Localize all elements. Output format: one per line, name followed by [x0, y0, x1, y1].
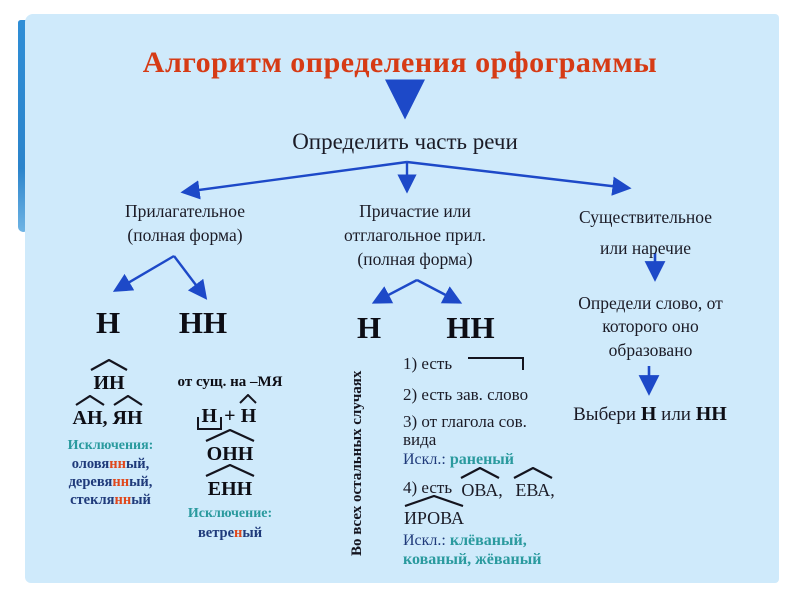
page-title: Алгоритм определения орфограммы — [142, 46, 658, 79]
suffix-caret-icon — [112, 395, 143, 406]
adjective-exception-title: Исключение: — [187, 506, 273, 521]
suffix-caret-icon — [90, 359, 128, 371]
adjective-exceptions-title: Исключения: — [67, 438, 154, 453]
exception-word: деревянный, — [38, 474, 183, 491]
highlighted-letters: н — [234, 525, 243, 541]
suffix-caret-icon — [75, 395, 105, 406]
exception-word: клёваный, — [449, 532, 527, 549]
suffix-caret-icon — [205, 429, 255, 442]
result-nn: НН — [695, 403, 727, 425]
adjective-n-header: Н — [95, 305, 121, 340]
suffix-caret-icon — [205, 464, 255, 477]
result-word: Выбери — [573, 404, 637, 425]
suffix-an-yan-block: АН, ЯН — [58, 395, 158, 428]
stem-n-letter: Н — [196, 405, 223, 430]
page-edge-decoration — [18, 20, 27, 232]
stem-bracket-icon — [196, 417, 223, 430]
exception-words-line: кованый, жёваный — [403, 551, 542, 568]
branch-adjective-label: Прилагательное (полная форма) — [125, 201, 245, 245]
highlighted-letters: нн — [109, 456, 126, 472]
rule-from-noun-mya: от сущ. на –МЯ — [177, 374, 283, 390]
word-part: ый — [242, 525, 263, 541]
suffix-caret-icon — [460, 467, 500, 479]
exception-word: оловянный, — [38, 456, 183, 473]
word-part: ый — [131, 492, 151, 508]
suffix-caret-icon — [239, 394, 258, 404]
suffix-onn-text: ОНН — [206, 443, 254, 465]
suffix-in-text: ИН — [93, 372, 125, 394]
rule-item-4-lead: 4) есть — [403, 478, 453, 497]
exception-word: стеклянный — [38, 492, 183, 509]
plus-sign: + — [224, 405, 236, 427]
suffix-ova-text: ОВА, — [461, 480, 503, 500]
result-or: или — [661, 404, 691, 425]
letter-n: Н — [240, 405, 257, 427]
word-part: ый, — [129, 474, 153, 490]
participle-nn-header: НН — [446, 310, 495, 345]
adjective-nn-header: НН — [178, 305, 228, 340]
rule-item-3: 3) от глагола сов. — [403, 412, 527, 431]
word-part: оловя — [71, 456, 110, 472]
word-part: ый, — [125, 456, 150, 472]
suffix-eva-text: ЕВА, — [515, 480, 555, 500]
rule-item-1: 1) есть — [403, 354, 453, 373]
suffix-onn-block: ОНН — [188, 429, 272, 464]
suffix-caret-icon — [404, 495, 464, 507]
branch-participle-label: Причастие или отглагольное прил. (полная… — [344, 201, 486, 269]
exception-label: Искл.: — [403, 451, 446, 468]
suffix-caret-icon — [513, 467, 553, 479]
exception-line-1: Искл.: раненый — [403, 451, 514, 469]
suffix-enn-text: ЕНН — [207, 478, 253, 500]
participle-n-header: Н — [356, 310, 382, 345]
exception-line-2: Искл.: клёваный, — [403, 532, 527, 550]
suffix-in-block: ИН — [83, 358, 135, 393]
exception-label: Искл.: — [403, 532, 446, 549]
suffix-an-text: АН, — [72, 407, 108, 429]
highlighted-letters: нн — [112, 474, 130, 490]
prefix-mark-icon — [468, 357, 524, 370]
branch-noun-label: Существительное или наречие — [579, 207, 712, 258]
rule-item-2: 2) есть зав. слово — [403, 385, 529, 404]
result-n: Н — [640, 403, 657, 425]
suffix-n-letter: Н — [238, 394, 258, 428]
root-node-label: Определить часть речи — [292, 129, 518, 154]
highlighted-letters: нн — [114, 492, 132, 508]
suffix-yan-text: ЯН — [112, 407, 143, 429]
n-plus-n-formula: Н + Н — [183, 394, 273, 430]
suffix-irova-text: ИРОВА — [403, 508, 465, 528]
word-part: деревя — [68, 474, 113, 490]
letter-n: Н — [201, 405, 218, 427]
participle-n-rule-vertical: Во всех остальных случаях — [349, 370, 365, 556]
suffix-enn-block: ЕНН — [188, 464, 272, 499]
word-part: стекля — [70, 492, 115, 508]
noun-result-text: Выбери Н или НН — [540, 403, 760, 426]
rule-item-3-wrap: вида — [403, 430, 437, 449]
suffix-irova-block: ИРОВА — [403, 494, 465, 527]
word-part: ветре — [197, 525, 235, 541]
rule-item-4: 4) есть ОВА, ЕВА, — [403, 467, 558, 499]
exception-word: раненый — [449, 451, 515, 468]
noun-step1-text: Определи слово, от которого оно образова… — [578, 293, 723, 360]
exception-word: ветреный — [165, 525, 295, 542]
